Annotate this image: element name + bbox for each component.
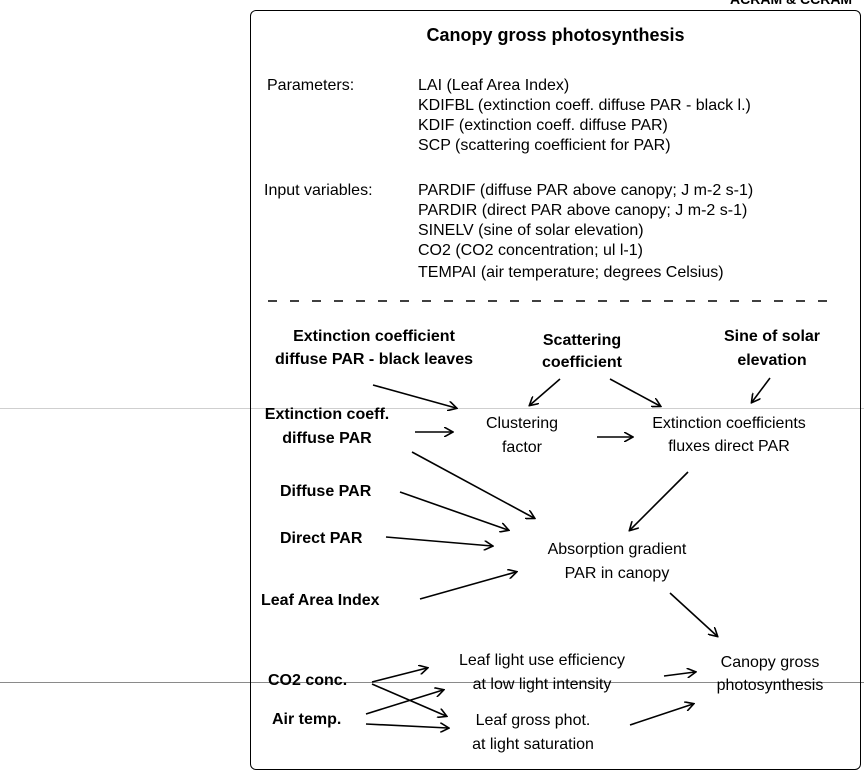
node-canopy-line2: photosynthesis [716, 677, 824, 694]
node-extinction-black-line2: diffuse PAR - black leaves [275, 351, 473, 368]
arrow-lightuse-to-canopy [663, 672, 695, 676]
scan-line-lower [0, 682, 864, 683]
parameter-item: SCP (scattering coefficient for PAR) [418, 137, 671, 154]
node-diffuse-par: Diffuse PAR [280, 483, 372, 500]
input-variable-item: SINELV (sine of solar elevation) [418, 222, 644, 239]
arrow-scattering-to-clustering [530, 378, 561, 405]
node-clustering-line1: Clustering [485, 415, 559, 432]
arrow-airtemp-to-lightuse [365, 690, 443, 715]
arrow-grossphot-to-canopy [629, 704, 693, 726]
arrow-extblack-to-clustering [372, 384, 456, 408]
arrow-extdirect-to-absorption [630, 471, 689, 530]
diagram-title: Canopy gross photosynthesis [426, 25, 685, 45]
arrow-extdiffuse-to-absorption [411, 451, 534, 518]
node-absorption-line1: Absorption gradient [547, 541, 687, 558]
input-variables-label: Input variables: [264, 182, 373, 199]
arrow-airtemp-to-grossphot [365, 724, 448, 728]
node-gross-phot-line1: Leaf gross phot. [475, 712, 591, 729]
node-extinction-direct-line1: Extinction coefficients [652, 415, 806, 432]
node-absorption-line2: PAR in canopy [564, 565, 670, 582]
input-variable-item: CO2 (CO2 concentration; ul l-1) [418, 242, 643, 259]
parameter-item: KDIFBL (extinction coeff. diffuse PAR - … [418, 97, 751, 114]
node-scattering-line1: Scattering [542, 332, 622, 349]
node-extinction-diffuse-line2: diffuse PAR [282, 430, 372, 447]
node-extinction-black-line1: Extinction coefficient [293, 328, 455, 345]
input-variable-item: PARDIR (direct PAR above canopy; J m-2 s… [418, 202, 748, 219]
node-co2-conc: CO2 conc. [268, 672, 348, 689]
node-leaf-area-index: Leaf Area Index [261, 592, 380, 609]
node-clustering-line2: factor [501, 439, 542, 456]
node-light-use-line2: at low light intensity [472, 676, 612, 693]
node-sine-line2: elevation [737, 352, 807, 369]
node-extinction-diffuse-line1: Extinction coeff. [264, 406, 390, 423]
arrow-diffusepar-to-absorption [399, 491, 508, 530]
node-scattering-line2: coefficient [541, 354, 622, 371]
parameter-item: KDIF (extinction coeff. diffuse PAR) [418, 117, 668, 134]
input-variable-item: PARDIF (diffuse PAR above canopy; J m-2 … [418, 182, 754, 199]
node-air-temp: Air temp. [272, 711, 342, 728]
arrow-co2-to-lightuse [371, 668, 427, 683]
node-canopy-line1: Canopy gross [720, 654, 820, 671]
node-sine-line1: Sine of solar [723, 328, 821, 345]
node-light-use-line1: Leaf light use efficiency [458, 652, 626, 669]
parameter-item: LAI (Leaf Area Index) [418, 77, 570, 94]
arrow-sine-to-extdirect [752, 377, 771, 402]
arrow-directpar-to-absorption [385, 536, 492, 546]
node-extinction-direct-line2: fluxes direct PAR [668, 438, 790, 455]
header-caption: ACRAM & CCRAM [730, 0, 852, 9]
scan-line-upper [0, 408, 864, 409]
arrow-lai-to-absorption [419, 572, 516, 600]
input-variable-item: TEMPAI (air temperature; degrees Celsius… [418, 264, 724, 281]
arrow-scattering-to-extdirect [609, 378, 660, 406]
node-gross-phot-line2: at light saturation [472, 736, 594, 753]
diagram-frame [250, 10, 861, 770]
arrow-absorption-to-canopy [669, 592, 717, 636]
parameters-label: Parameters: [267, 77, 355, 94]
node-direct-par: Direct PAR [280, 530, 363, 547]
